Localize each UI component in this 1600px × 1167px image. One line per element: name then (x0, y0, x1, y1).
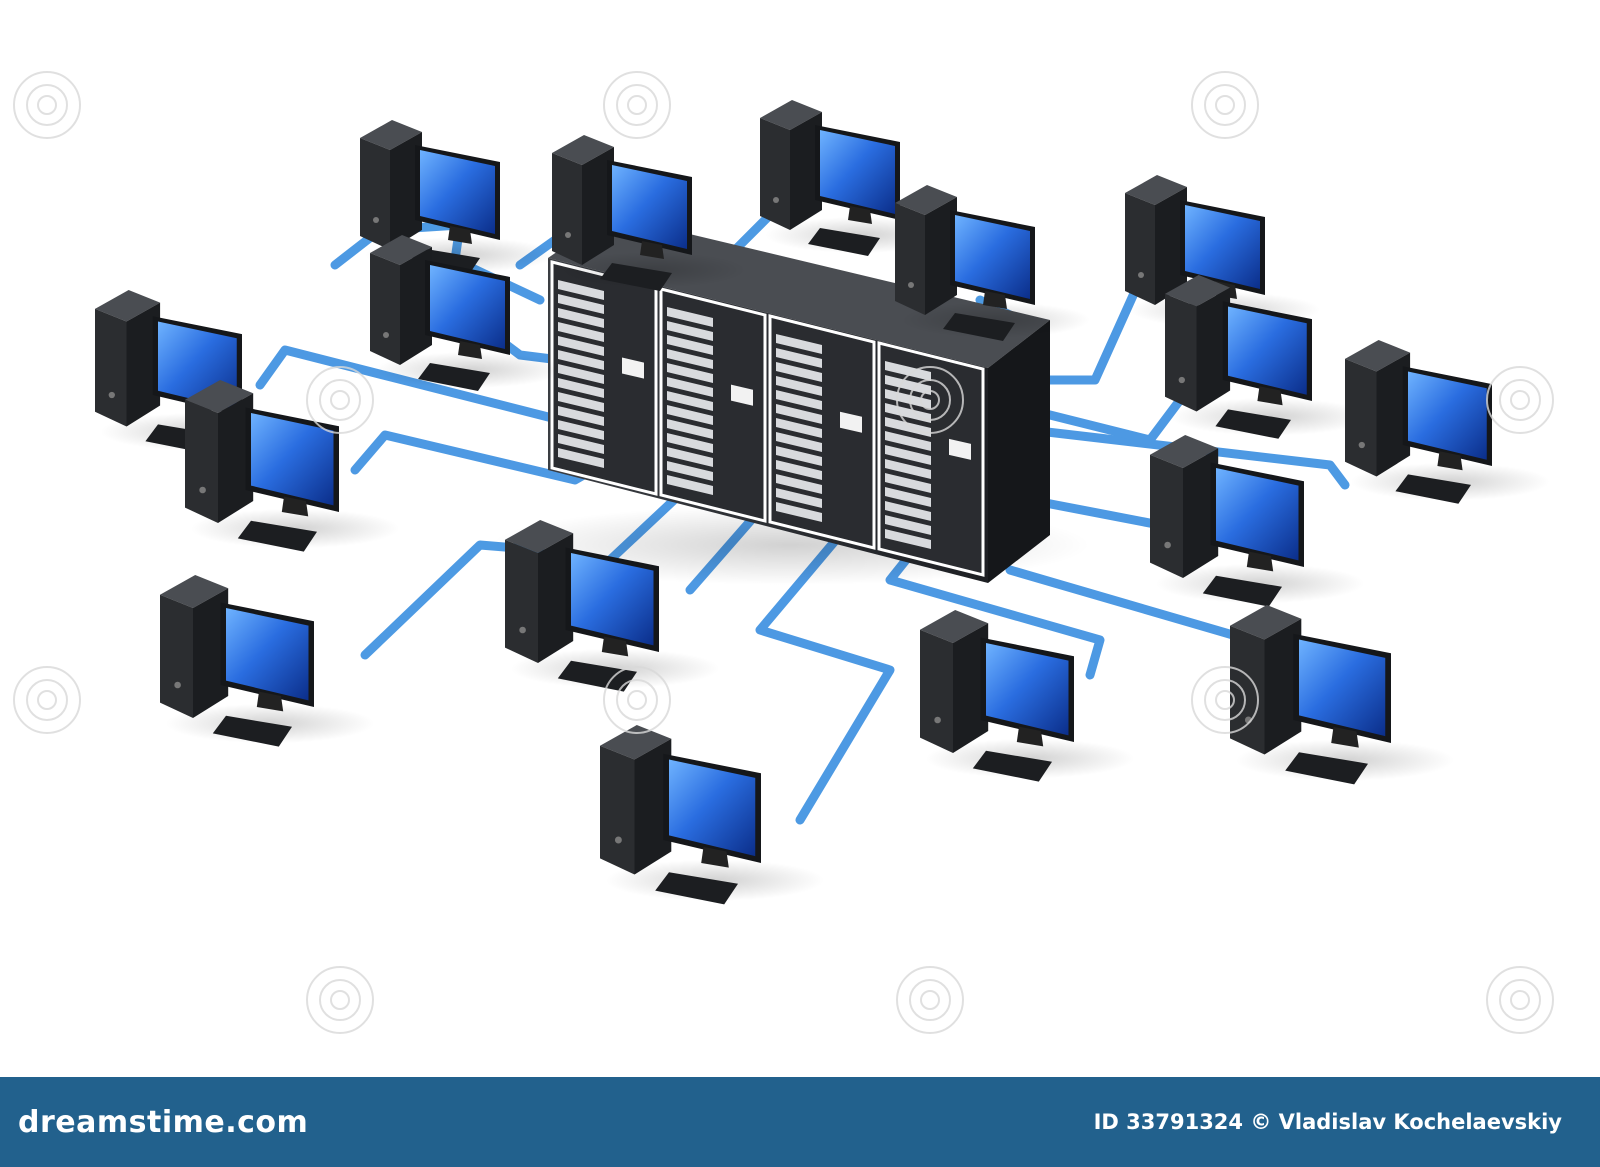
cable (1025, 495, 1165, 530)
desktop-computer (160, 575, 375, 747)
desktop-computer (1345, 340, 1550, 504)
desktop-computer (600, 725, 825, 905)
image-credit: ID 33791324 © Vladislav Kochelaevskiy (1093, 1110, 1562, 1134)
cable (1025, 425, 1350, 490)
watermarks (13, 71, 1554, 1034)
server-unit (659, 287, 767, 523)
watermark-logo (896, 366, 964, 434)
desktop-computer (920, 610, 1135, 782)
computers (95, 100, 1550, 905)
watermark-logo (603, 666, 671, 734)
brand-logo[interactable]: dreamstime.com (18, 1104, 309, 1140)
watermark-logo (1191, 666, 1259, 734)
server-unit (768, 314, 876, 550)
cable (255, 345, 565, 425)
desktop-computer (185, 380, 400, 552)
desktop-computer (1230, 605, 1455, 785)
server-unit (877, 341, 985, 577)
watermark-logo (1486, 366, 1554, 434)
watermark-logo (1486, 966, 1554, 1034)
desktop-computer (505, 520, 720, 692)
desktop-computer (1150, 435, 1365, 607)
watermark-logo (13, 71, 81, 139)
watermark-logo (13, 666, 81, 734)
watermark-logo (1191, 71, 1259, 139)
footer-bar: dreamstime.com ID 33791324 © Vladislav K… (0, 1077, 1600, 1167)
desktop-computer (370, 235, 565, 391)
cable (1005, 565, 1255, 645)
watermark-logo (896, 966, 964, 1034)
network-illustration (13, 71, 1554, 1034)
desktop-computer (552, 135, 747, 291)
server-unit (550, 260, 658, 496)
watermark-logo (306, 366, 374, 434)
watermark-logo (603, 71, 671, 139)
watermark-logo (306, 966, 374, 1034)
cable (1035, 275, 1145, 385)
desktop-computer (895, 185, 1090, 341)
desktop-computer (1165, 275, 1370, 439)
